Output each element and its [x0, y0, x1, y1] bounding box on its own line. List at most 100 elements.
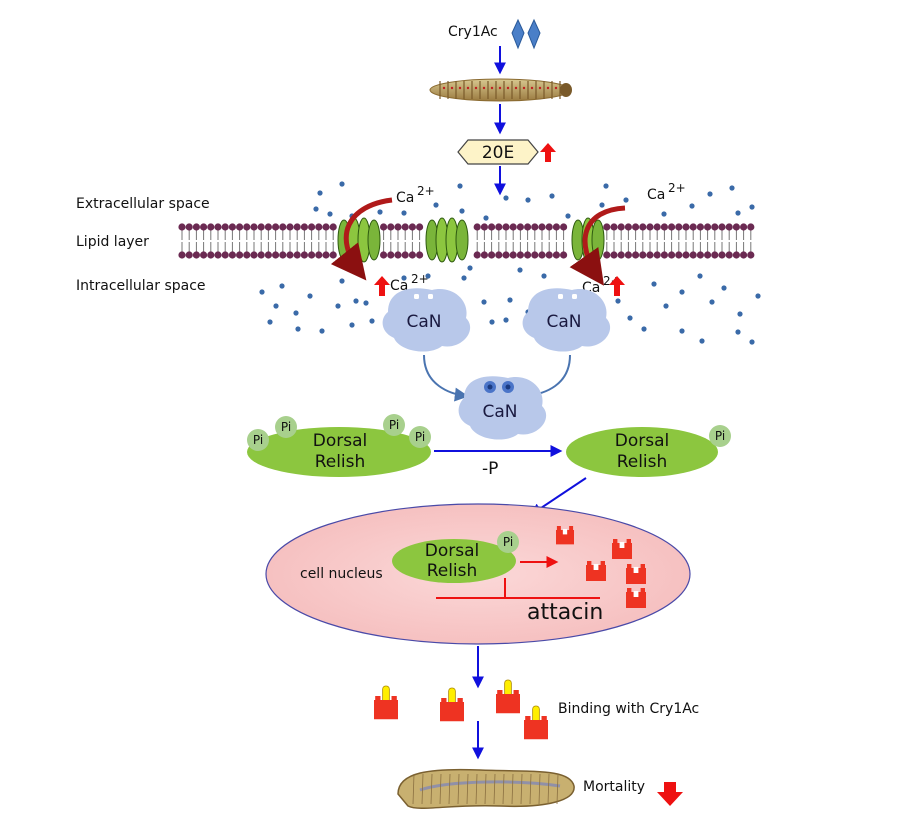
lipid-head — [545, 223, 553, 231]
attacin-notch — [600, 561, 605, 566]
lipid-head — [495, 223, 503, 231]
lipid-head — [480, 251, 488, 259]
lipid-bilayer — [178, 223, 755, 259]
lipid-head — [488, 223, 496, 231]
lipid-head — [243, 223, 251, 231]
20e-label: 20E — [482, 143, 514, 163]
lipid-head — [221, 223, 229, 231]
larva-spot — [530, 86, 534, 90]
larva-spot — [554, 86, 558, 90]
larva-spot — [522, 86, 526, 90]
lipid-head — [178, 251, 186, 259]
calcium-ion — [663, 303, 669, 309]
larva-spot — [514, 86, 518, 90]
attacin-notch — [569, 526, 574, 531]
lipid-head — [394, 251, 402, 259]
attacin-notch — [541, 716, 547, 721]
lipid-head — [300, 251, 308, 259]
calcium-ion — [679, 328, 685, 334]
larva-segment — [502, 773, 505, 805]
lipid-head — [473, 223, 481, 231]
lipid-head — [689, 251, 697, 259]
lipid-head — [408, 223, 416, 231]
lipid-head — [560, 223, 568, 231]
lipid-head — [660, 223, 669, 231]
lipid-head — [272, 223, 280, 231]
lipid-head — [509, 223, 517, 231]
calcium-label: Ca — [396, 190, 414, 206]
calcium-ion — [525, 197, 531, 203]
larva-segment — [529, 773, 532, 805]
gene-label: attacin — [527, 600, 603, 625]
larva-segment — [511, 773, 514, 805]
lipid-head — [380, 251, 388, 259]
lipid-head — [502, 251, 510, 259]
attacin-notch — [640, 588, 645, 593]
hormone-20e: 20E — [457, 139, 556, 165]
lipid-head — [624, 223, 633, 231]
lipid-head — [286, 223, 294, 231]
calcium-ion — [313, 206, 319, 212]
calcium-ion — [459, 208, 465, 214]
phosphate-group — [383, 414, 405, 436]
larva-spot — [458, 86, 462, 90]
lipid-head — [207, 251, 215, 259]
larva-segment — [412, 773, 415, 805]
lipid-head — [646, 223, 654, 231]
calcium-ion-dots — [259, 181, 761, 345]
calcium-ion — [729, 185, 735, 191]
lipid-head — [192, 223, 200, 231]
attacin-protein — [556, 530, 574, 545]
larva-spot — [450, 86, 454, 90]
cry1ac-toxin-icon — [527, 18, 541, 50]
phosphate-group — [409, 426, 431, 448]
calcium-ion — [339, 181, 345, 187]
calcium-ion — [603, 183, 609, 189]
lipid-head — [279, 251, 287, 259]
tf-label-line1: Dorsal — [615, 431, 669, 451]
lipid-head — [524, 223, 532, 231]
attacin-notch — [525, 716, 531, 721]
lipid-head — [632, 251, 640, 259]
lipid-head — [308, 223, 316, 231]
cry1ac-toxin-icon — [511, 18, 525, 50]
lipid-head — [509, 251, 517, 259]
lipid-head — [236, 223, 244, 231]
calcium-ion — [707, 191, 713, 197]
calcium-ion — [755, 293, 761, 299]
lipid-head — [394, 223, 402, 231]
lipid-head — [322, 223, 330, 231]
lipid-head — [214, 251, 222, 259]
lipid-head — [243, 251, 251, 259]
calcium-ion — [749, 339, 755, 345]
lipid-head — [322, 251, 330, 259]
calcium-ion — [293, 310, 299, 316]
lipid-head — [610, 223, 618, 231]
lipid-head — [632, 223, 640, 231]
attacin-protein — [612, 543, 632, 559]
calcium-ion — [641, 326, 647, 332]
attacin-binding-pocket — [562, 529, 568, 535]
attacin-notch — [441, 698, 447, 703]
calcium-ion — [503, 317, 509, 323]
calcium-ion — [599, 202, 605, 208]
lipid-head — [639, 223, 647, 231]
larva-spot — [466, 86, 470, 90]
lipid-head — [603, 223, 611, 231]
attacin-protein — [626, 592, 646, 608]
larva-spot — [538, 86, 542, 90]
dorsal-relish-phosphorylated: Dorsal Relish Pi Pi Pi Pi — [247, 414, 431, 477]
lipid-head — [624, 251, 633, 259]
larva-segment — [475, 773, 478, 805]
calcium-ion — [651, 281, 657, 287]
calcium-ion — [721, 285, 727, 291]
attacin-notch — [627, 564, 632, 569]
larva-spot — [546, 86, 550, 90]
lipid-head — [718, 251, 726, 259]
lipid-head — [675, 251, 683, 259]
activation-arrow — [423, 354, 469, 402]
attacin-notch — [513, 690, 519, 695]
lipid-head — [264, 223, 272, 231]
calcium-ion — [735, 210, 741, 216]
